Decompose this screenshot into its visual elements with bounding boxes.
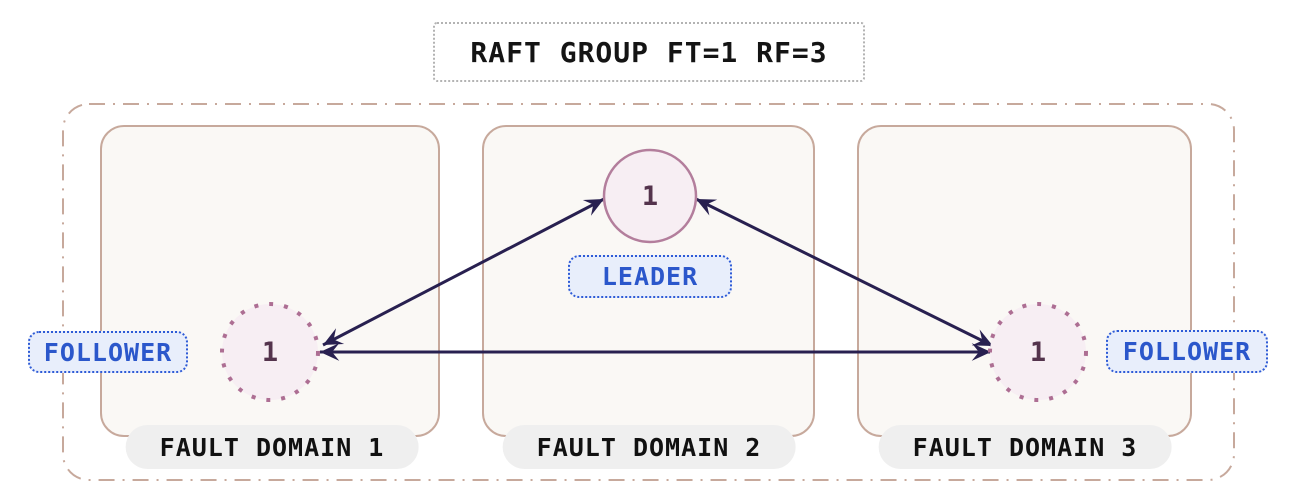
follower-2-role-badge: FOLLOWER	[1106, 330, 1268, 373]
raft-group-boundary	[62, 103, 1235, 481]
follower-1-node-value: 1	[261, 336, 279, 368]
leader-node-circle	[602, 148, 698, 244]
fault-domain-3-label: FAULT DOMAIN 3	[878, 425, 1172, 469]
follower-2-node-circle	[988, 302, 1088, 402]
edge-leader-follower-2	[695, 197, 994, 348]
follower-2-node-value: 1	[1029, 336, 1047, 368]
diagram-title-label: RAFT GROUP FT=1 RF=3	[470, 35, 828, 69]
diagram-title: RAFT GROUP FT=1 RF=3	[433, 22, 865, 82]
follower-1-node-circle	[220, 302, 320, 402]
follower-1-role-badge: FOLLOWER	[28, 331, 188, 373]
fault-domain-2-label: FAULT DOMAIN 2	[502, 425, 796, 469]
leader-role-badge: LEADER	[568, 255, 732, 298]
leader-node-value: 1	[641, 180, 659, 212]
edge-leader-follower-1	[322, 197, 605, 347]
fault-domain-1-label: FAULT DOMAIN 1	[125, 425, 419, 469]
